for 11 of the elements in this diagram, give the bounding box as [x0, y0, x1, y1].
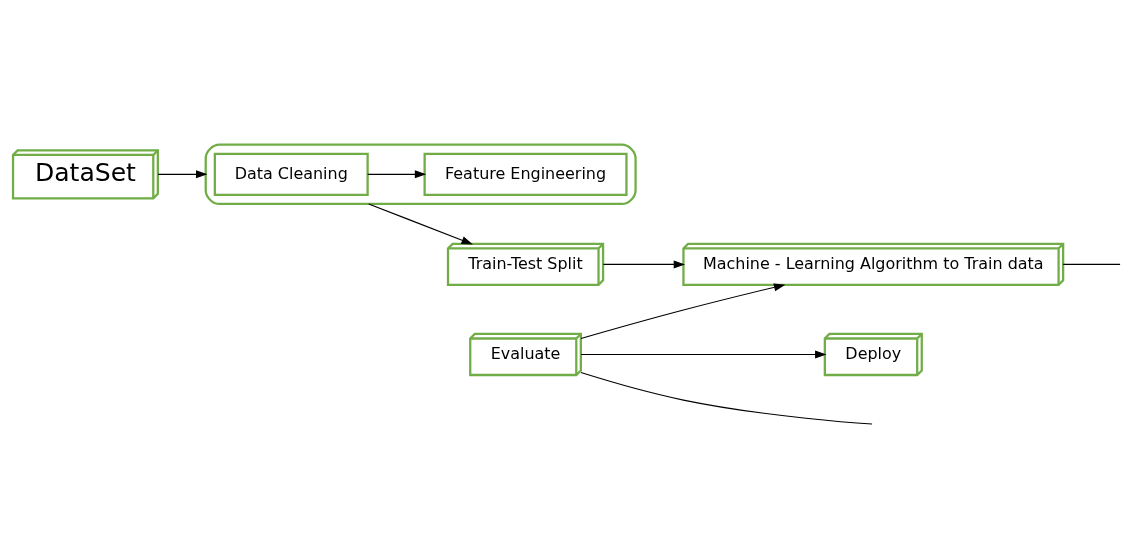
arrow: [602, 260, 686, 269]
cluster: [204, 143, 637, 206]
arrow: [367, 170, 427, 179]
node-box: Data Cleaning: [213, 152, 369, 196]
connector: [580, 371, 873, 425]
connector: [1062, 263, 1121, 265]
arrow: [157, 170, 208, 179]
arrow: [368, 203, 473, 245]
arrow: [580, 350, 827, 359]
arrow: [580, 283, 786, 340]
node-box: Feature Engineering: [423, 152, 628, 196]
